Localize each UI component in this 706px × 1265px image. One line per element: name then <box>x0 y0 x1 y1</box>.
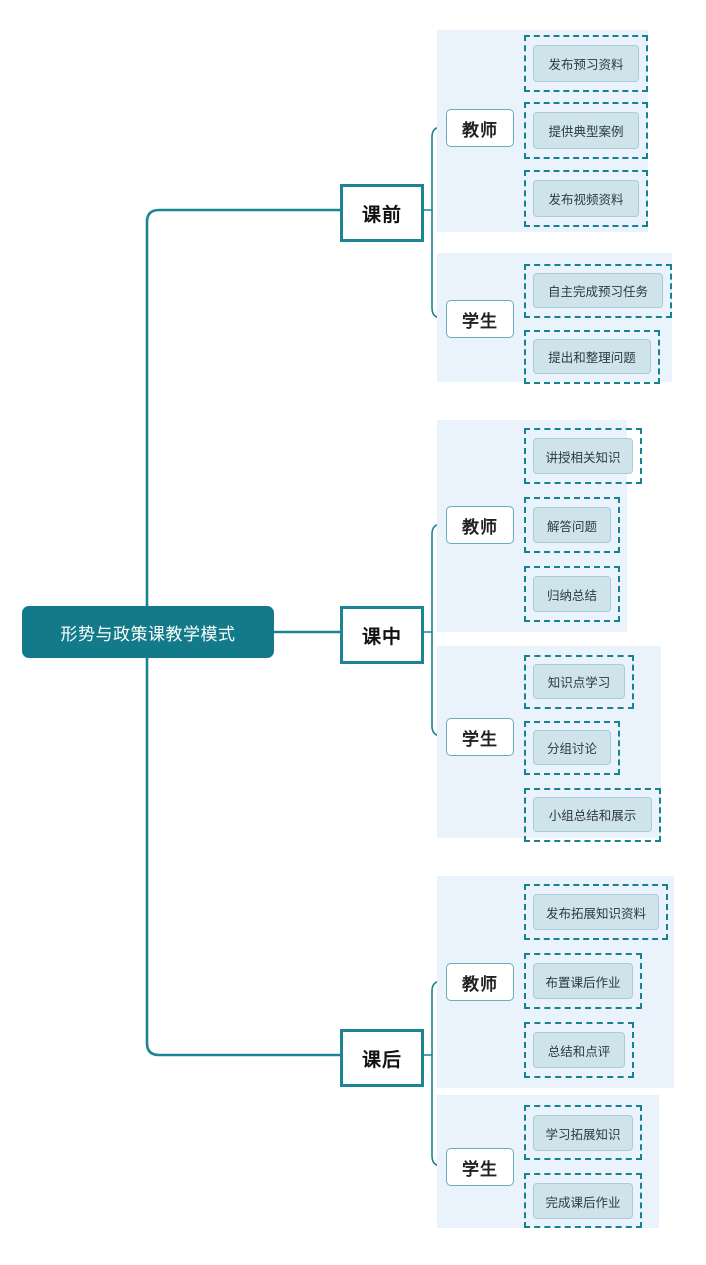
leaf-node[interactable]: 解答问题 <box>533 507 611 543</box>
role-node-课中-学生[interactable]: 学生 <box>446 718 514 756</box>
role-node-课前-学生[interactable]: 学生 <box>446 300 514 338</box>
leaf-node[interactable]: 总结和点评 <box>533 1032 625 1068</box>
leaf-node[interactable]: 提出和整理问题 <box>533 339 651 374</box>
leaf-node[interactable]: 小组总结和展示 <box>533 797 652 832</box>
role-node-课中-教师[interactable]: 教师 <box>446 506 514 544</box>
leaf-node[interactable]: 发布视频资料 <box>533 180 639 217</box>
stage-node-课后[interactable]: 课后 <box>340 1029 424 1087</box>
stage-node-课前[interactable]: 课前 <box>340 184 424 242</box>
root-node[interactable]: 形势与政策课教学模式 <box>22 606 274 658</box>
leaf-node[interactable]: 提供典型案例 <box>533 112 639 149</box>
stage-node-课中[interactable]: 课中 <box>340 606 424 664</box>
role-node-课后-教师[interactable]: 教师 <box>446 963 514 1001</box>
role-node-课前-教师[interactable]: 教师 <box>446 109 514 147</box>
leaf-node[interactable]: 完成课后作业 <box>533 1183 633 1219</box>
leaf-node[interactable]: 知识点学习 <box>533 664 625 699</box>
leaf-node[interactable]: 发布预习资料 <box>533 45 639 82</box>
leaf-node[interactable]: 讲授相关知识 <box>533 438 633 474</box>
leaf-node[interactable]: 分组讨论 <box>533 730 611 765</box>
leaf-node[interactable]: 归纳总结 <box>533 576 611 612</box>
leaf-node[interactable]: 发布拓展知识资料 <box>533 894 659 930</box>
role-node-课后-学生[interactable]: 学生 <box>446 1148 514 1186</box>
leaf-node[interactable]: 学习拓展知识 <box>533 1115 633 1151</box>
leaf-node[interactable]: 自主完成预习任务 <box>533 273 663 308</box>
leaf-node[interactable]: 布置课后作业 <box>533 963 633 999</box>
